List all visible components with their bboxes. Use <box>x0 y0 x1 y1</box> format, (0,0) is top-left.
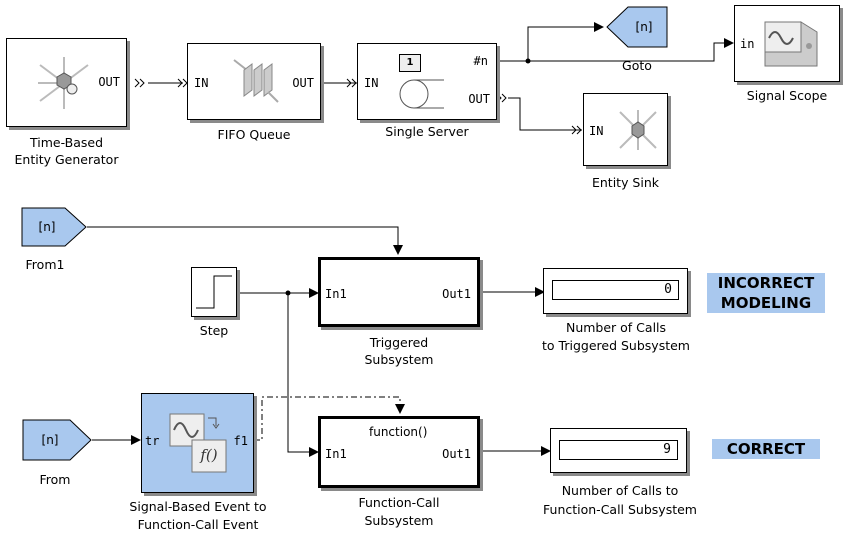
triggered-subsystem-block[interactable]: In1 Out1 <box>318 257 480 327</box>
triggered-out-port: Out1 <box>442 287 471 301</box>
server-count-port: #n <box>473 54 488 68</box>
fifo-queue-block[interactable]: IN OUT <box>187 43 321 120</box>
display-fc-value: 9 <box>559 440 678 460</box>
goto-block[interactable] <box>606 6 668 48</box>
triggered-caption-line2: Subsystem <box>364 352 434 367</box>
converter-in-port: tr <box>145 434 160 448</box>
display-triggered-value: 0 <box>552 280 679 300</box>
goto-caption: Goto <box>622 58 652 73</box>
triggered-in-port: In1 <box>325 287 347 301</box>
server-out-port: OUT <box>468 92 490 106</box>
entity-sink-icon <box>619 110 657 150</box>
generator-caption-line2: Entity Generator <box>14 152 119 167</box>
display-triggered-caption-line1: Number of Calls <box>565 320 667 335</box>
fifo-out-port: OUT <box>292 76 314 90</box>
fifo-caption: FIFO Queue <box>217 127 291 142</box>
scope-in-port: in <box>740 37 755 51</box>
goto-tag-text: [n] <box>635 20 653 34</box>
line-server-to-sink <box>508 97 582 131</box>
line-fc-trigger <box>254 396 405 441</box>
function-icon-text: f() <box>200 446 218 464</box>
from-block[interactable] <box>22 419 92 461</box>
converter-caption-line1: Signal-Based Event to <box>129 499 267 514</box>
single-server-block[interactable]: 1 IN #n OUT <box>357 43 497 120</box>
from1-caption: From1 <box>25 257 65 272</box>
server-badge: 1 <box>399 54 421 72</box>
fc-trigger-label: function() <box>369 425 428 439</box>
line-step-to-fc <box>287 293 319 457</box>
converter-caption-line2: Function-Call Event <box>137 517 259 532</box>
sink-in-port: IN <box>589 124 604 138</box>
server-caption: Single Server <box>385 124 469 139</box>
fc-out-port: Out1 <box>442 447 471 461</box>
server-in-port: IN <box>364 76 379 90</box>
scope-caption: Signal Scope <box>746 88 828 103</box>
entity-generator-icon <box>38 57 89 109</box>
scope-icon <box>764 21 818 67</box>
display-triggered-block[interactable]: 0 <box>543 268 688 314</box>
fc-caption-line2: Subsystem <box>364 513 434 528</box>
correct-label: CORRECT <box>712 439 820 459</box>
line-from1-to-trigger <box>87 226 403 255</box>
step-block[interactable] <box>191 267 237 317</box>
incorrect-modeling-label: INCORRECT MODELING <box>707 273 825 313</box>
generator-out-port: OUT <box>98 75 120 89</box>
fc-in-port: In1 <box>325 447 347 461</box>
queue-icon <box>233 59 279 103</box>
server-icon <box>399 79 444 109</box>
display-fc-block[interactable]: 9 <box>550 428 687 473</box>
from1-block[interactable] <box>21 207 87 247</box>
from-tag-text: [n] <box>41 433 59 447</box>
fifo-in-port: IN <box>194 76 209 90</box>
from-caption: From <box>39 472 71 487</box>
display-triggered-caption-line2: to Triggered Subsystem <box>542 338 690 353</box>
triggered-caption-line1: Triggered <box>369 335 429 350</box>
step-caption: Step <box>199 323 229 338</box>
from1-tag-text: [n] <box>38 220 56 234</box>
function-call-icon <box>169 413 227 473</box>
display-fc-caption-line1: Number of Calls to <box>561 483 679 498</box>
incorrect-line1: INCORRECT <box>717 274 815 292</box>
signal-scope-block[interactable]: in <box>734 5 840 82</box>
function-call-subsystem-block[interactable]: function() In1 Out1 <box>318 416 480 488</box>
line-server-to-scope <box>528 38 734 62</box>
signal-to-function-call-block[interactable]: tr f1 f() <box>141 393 254 493</box>
fc-caption-line1: Function-Call <box>358 495 440 510</box>
generator-caption-line1: Time-Based <box>29 135 104 150</box>
incorrect-line2: MODELING <box>720 294 812 312</box>
sink-caption: Entity Sink <box>591 175 660 190</box>
step-icon <box>196 275 232 309</box>
entity-sink-block[interactable]: IN <box>583 93 668 166</box>
line-server-to-goto <box>498 22 604 62</box>
converter-out-port: f1 <box>233 434 248 448</box>
time-based-generator-block[interactable]: OUT <box>6 38 127 127</box>
display-fc-caption-line2: Function-Call Subsystem <box>543 502 697 517</box>
